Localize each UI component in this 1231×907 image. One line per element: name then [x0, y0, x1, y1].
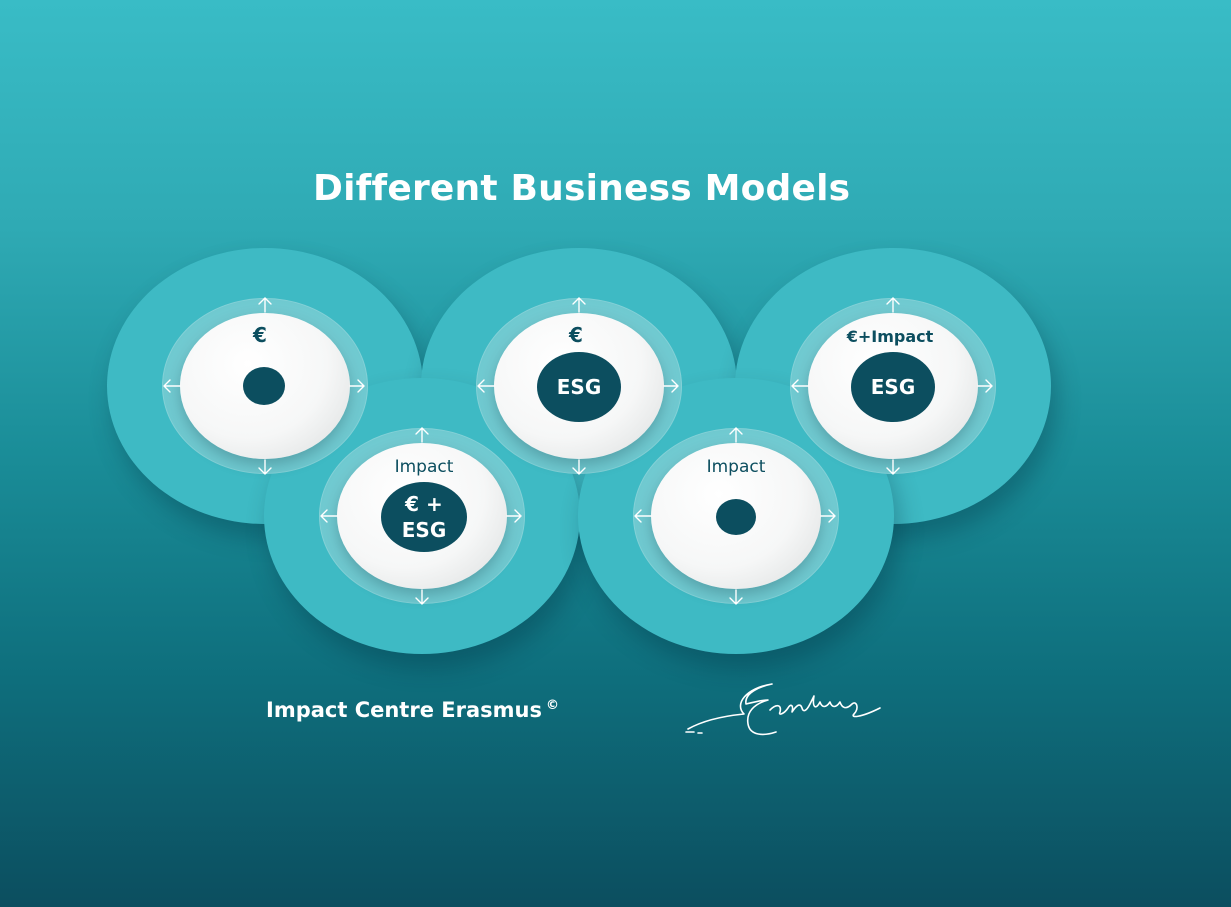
- diagram-title: Different Business Models: [313, 168, 851, 209]
- model-5-core: [716, 499, 756, 535]
- model-3-core-label: ESG: [870, 375, 916, 399]
- model-3-top-label: €+Impact: [846, 327, 934, 346]
- model-4-core: € + ESG: [381, 482, 467, 552]
- model-2-core-label: ESG: [556, 375, 602, 399]
- footer-org: Impact Centre Erasmus©: [266, 698, 559, 722]
- model-2-top-label: €: [569, 323, 583, 347]
- model-4-top-label: Impact: [394, 457, 454, 477]
- erasmus-signature-logo: [685, 683, 881, 736]
- model-1-core: [243, 367, 285, 405]
- model-4-core-label-line1: € +: [405, 492, 443, 516]
- model-3-core: ESG: [851, 352, 935, 422]
- model-4-core-label-line2: ESG: [401, 518, 447, 542]
- footer-org-name: Impact Centre Erasmus: [266, 698, 542, 722]
- model-5-top-label: Impact: [706, 457, 766, 477]
- model-2-core: ESG: [537, 352, 621, 422]
- model-1-top-label: €: [253, 323, 267, 347]
- copyright-mark: ©: [545, 698, 559, 713]
